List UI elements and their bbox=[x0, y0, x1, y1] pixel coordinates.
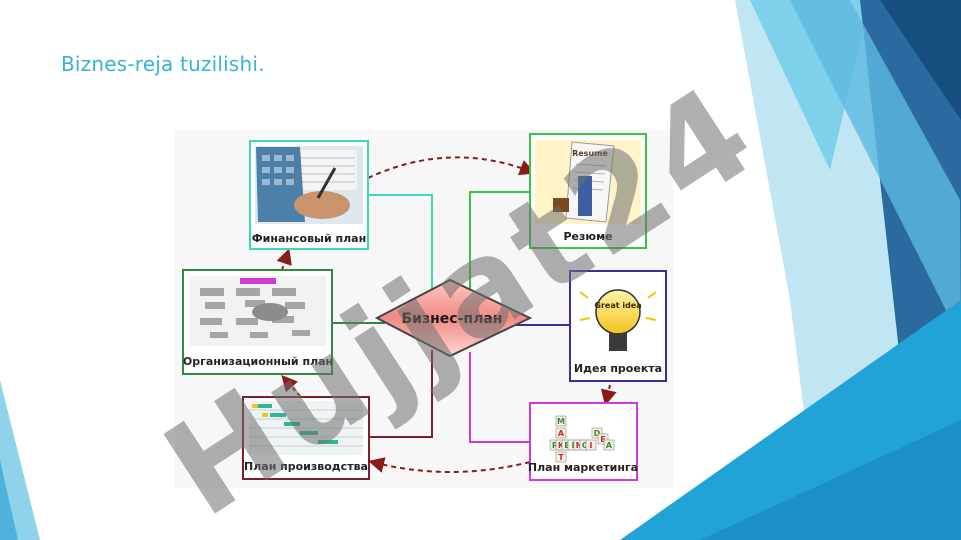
letter-tile-char: T bbox=[558, 453, 564, 462]
letter-tile bbox=[555, 427, 567, 439]
letter-tile-char: K bbox=[558, 441, 565, 450]
letter-tile bbox=[585, 439, 597, 451]
letter-tile-char: E bbox=[600, 435, 605, 444]
connector-marketing bbox=[469, 352, 530, 443]
arrow-finance-to-resume bbox=[367, 156, 536, 179]
production-label: План производства bbox=[244, 460, 368, 473]
idea-label: Идея проекта bbox=[574, 362, 662, 375]
connector-finance bbox=[368, 194, 433, 292]
letter-tile bbox=[603, 439, 615, 451]
letter-tile-char: I bbox=[572, 441, 575, 450]
letter-tile bbox=[555, 415, 567, 427]
letter-tile-char: G bbox=[582, 441, 589, 450]
letter-tile-char: N bbox=[576, 441, 583, 450]
hand-icon bbox=[294, 191, 350, 219]
letter-tile-char: A bbox=[606, 441, 613, 450]
connector-resume bbox=[469, 191, 530, 290]
arrow-org-to-finance bbox=[276, 248, 292, 271]
node-idea: Great idea Идея проекта bbox=[569, 270, 667, 382]
resume-label: Резюме bbox=[563, 230, 612, 243]
letter-tile bbox=[555, 451, 567, 463]
letter-tile bbox=[591, 427, 603, 439]
slide-title: Biznes-reja tuzilishi. bbox=[61, 52, 265, 76]
letter-tile bbox=[597, 433, 609, 445]
finance-label: Финансовый план bbox=[252, 232, 366, 245]
svg-text:Hujjat24: Hujjat24 bbox=[139, 54, 783, 540]
svg-text:Great idea: Great idea bbox=[594, 301, 641, 310]
briefcase-icon bbox=[553, 198, 569, 212]
node-center: Бизнес-план bbox=[374, 278, 533, 358]
watermark-text: Hujjat24 bbox=[139, 54, 783, 540]
center-label: Бизнес-план bbox=[402, 311, 503, 327]
center-diamond bbox=[374, 278, 533, 358]
node-resume: Resume Резюме bbox=[529, 133, 647, 249]
letter-tile-char: R bbox=[552, 441, 558, 450]
arrow-idea-to-marketing bbox=[600, 384, 617, 406]
node-finance: Финансовый план bbox=[249, 140, 369, 250]
org-label: Организационный план bbox=[183, 355, 333, 368]
letter-tile-char: D bbox=[594, 429, 601, 438]
svg-text:Resume: Resume bbox=[572, 149, 608, 158]
letter-tile-char: I bbox=[590, 441, 593, 450]
marketing-label: План маркетинга bbox=[528, 461, 638, 474]
letter-tile-char: E bbox=[564, 441, 569, 450]
letter-tile-char: M bbox=[557, 417, 565, 426]
node-production: План производства bbox=[242, 396, 370, 480]
letter-tile-char: A bbox=[558, 429, 565, 438]
arrow-marketing-to-production bbox=[368, 457, 531, 473]
connector-production bbox=[368, 350, 433, 438]
node-org: Организационный план bbox=[182, 269, 333, 375]
